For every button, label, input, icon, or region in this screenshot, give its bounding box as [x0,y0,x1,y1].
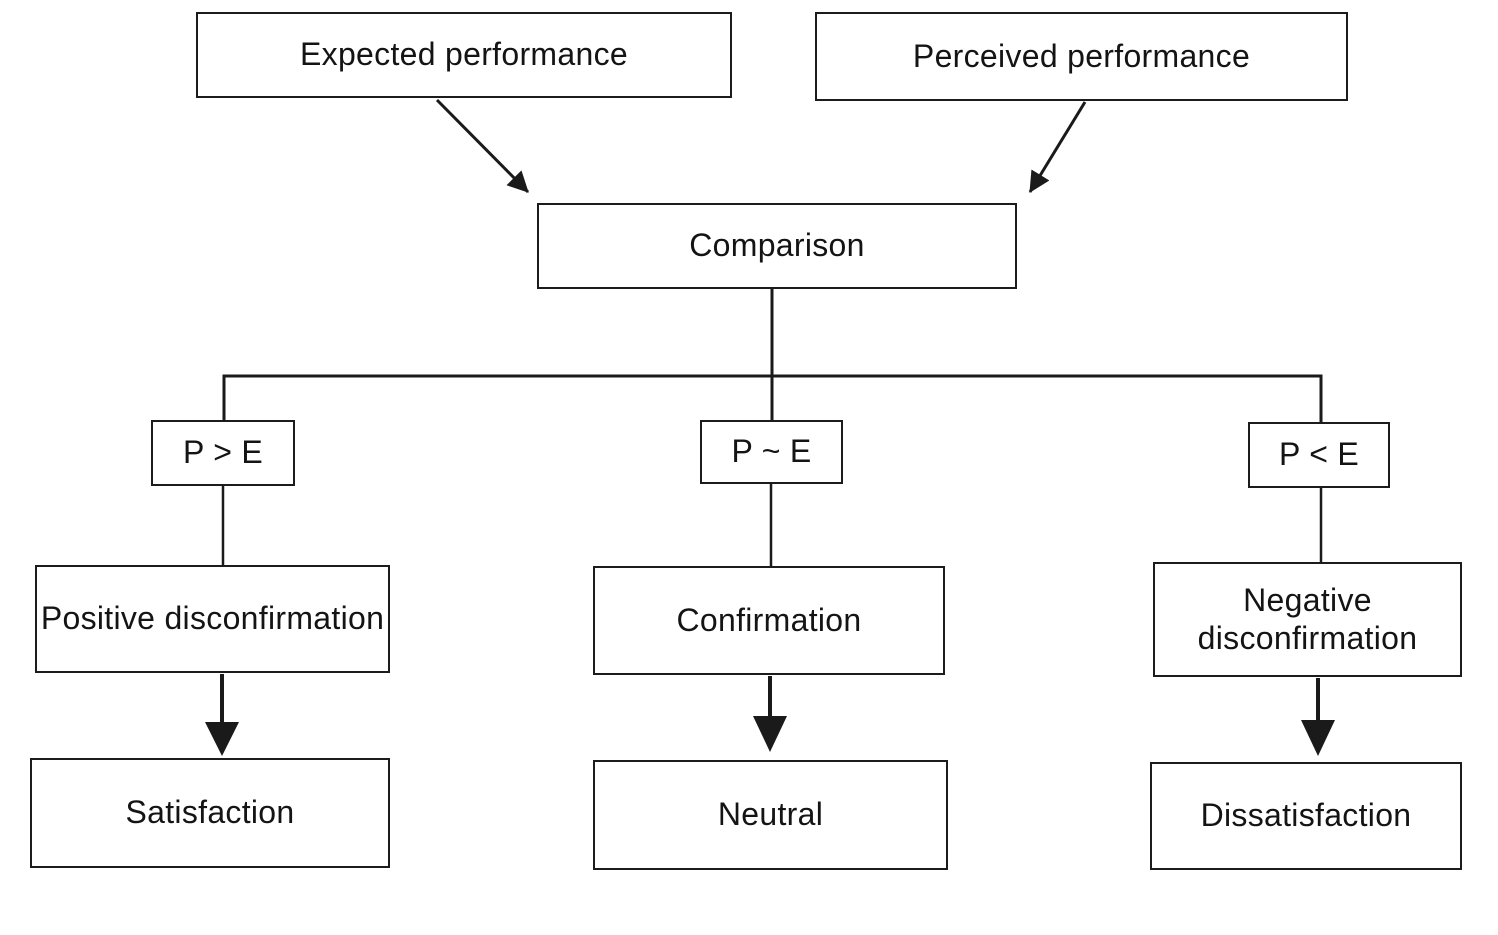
node-positive-disconfirmation-label: Positive disconfirmation [40,600,385,637]
node-p-less-e-label: P < E [1278,436,1360,473]
node-expected-performance: Expected performance [196,12,732,98]
node-p-greater-e-label: P > E [182,434,264,471]
node-dissatisfaction-label: Dissatisfaction [1200,797,1412,834]
node-p-less-e: P < E [1248,422,1390,488]
node-confirmation-label: Confirmation [676,601,862,638]
edge-perceived-to-comparison [1028,101,1087,193]
node-neutral-label: Neutral [717,796,824,833]
node-p-greater-e: P > E [151,420,295,486]
node-confirmation: Confirmation [593,566,945,675]
node-negative-disconfirmation: Negative disconfirmation [1153,562,1462,677]
node-neutral: Neutral [593,760,948,870]
node-comparison-label: Comparison [689,227,865,264]
node-perceived-performance: Perceived performance [815,12,1348,101]
arrowhead-satisfaction [205,722,239,756]
node-positive-disconfirmation: Positive disconfirmation [35,565,390,673]
node-perceived-performance-label: Perceived performance [912,37,1251,74]
node-dissatisfaction: Dissatisfaction [1150,762,1462,870]
edge-comparison-branch [222,289,1323,423]
node-satisfaction: Satisfaction [30,758,390,868]
node-p-similar-e: P ~ E [700,420,843,484]
node-expected-performance-label: Expected performance [300,36,628,73]
arrowhead-dissatisfaction [1301,720,1335,756]
arrowhead-neutral [753,716,787,752]
node-negative-disconfirmation-label: Negative disconfirmation [1197,582,1418,656]
edge-expected-to-comparison [435,98,530,194]
node-satisfaction-label: Satisfaction [125,794,295,831]
node-comparison: Comparison [537,203,1017,289]
node-p-similar-e-label: P ~ E [731,433,812,470]
